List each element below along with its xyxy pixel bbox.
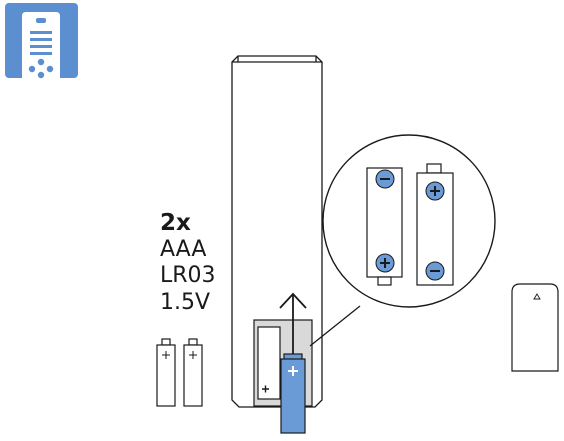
battery-cover [511, 283, 559, 372]
remote-body [231, 55, 323, 408]
aaa-batteries-icon [156, 338, 203, 407]
battery-iec-code: LR03 [160, 263, 216, 288]
polarity-zoom-circle [322, 134, 496, 308]
battery-quantity: 2x [160, 210, 191, 236]
zoom-callout-line [309, 305, 361, 347]
battery-spec-text: 2x AAA LR03 1.5V [160, 210, 250, 316]
insert-up-arrow [279, 292, 307, 354]
battery-type: AAA [160, 236, 207, 262]
inserting-battery [280, 353, 306, 434]
battery-voltage: 1.5V [160, 289, 211, 315]
remote-control-icon [5, 3, 78, 79]
